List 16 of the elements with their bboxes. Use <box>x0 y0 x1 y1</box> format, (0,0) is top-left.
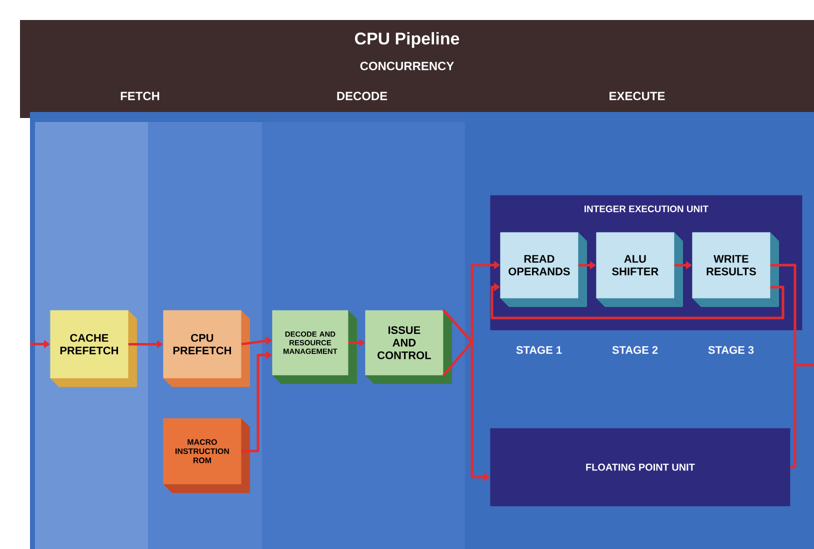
heading: EXECUTE <box>610 92 665 100</box>
process-box: ISSUE AND CONTROL <box>365 310 452 384</box>
heading: CONCURRENCY <box>360 62 454 70</box>
heading: FETCH <box>120 92 160 100</box>
unit-panel: FLOATING POINT UNIT <box>490 428 790 506</box>
arrow <box>490 282 784 320</box>
stage-label: STAGE 1 <box>516 346 562 354</box>
title: CPU Pipeline <box>355 32 460 48</box>
process-box: WRITE RESULTS <box>692 232 779 307</box>
process-box: CACHE PREFETCH <box>50 310 137 387</box>
stage-label: STAGE 2 <box>612 346 658 354</box>
stage-label: STAGE 3 <box>708 346 754 354</box>
heading: DECODE <box>337 92 388 100</box>
process-box: READ OPERANDS <box>500 232 587 307</box>
process-box: CPU PREFETCH <box>163 310 250 387</box>
process-box: ALU SHIFTER <box>596 232 683 307</box>
